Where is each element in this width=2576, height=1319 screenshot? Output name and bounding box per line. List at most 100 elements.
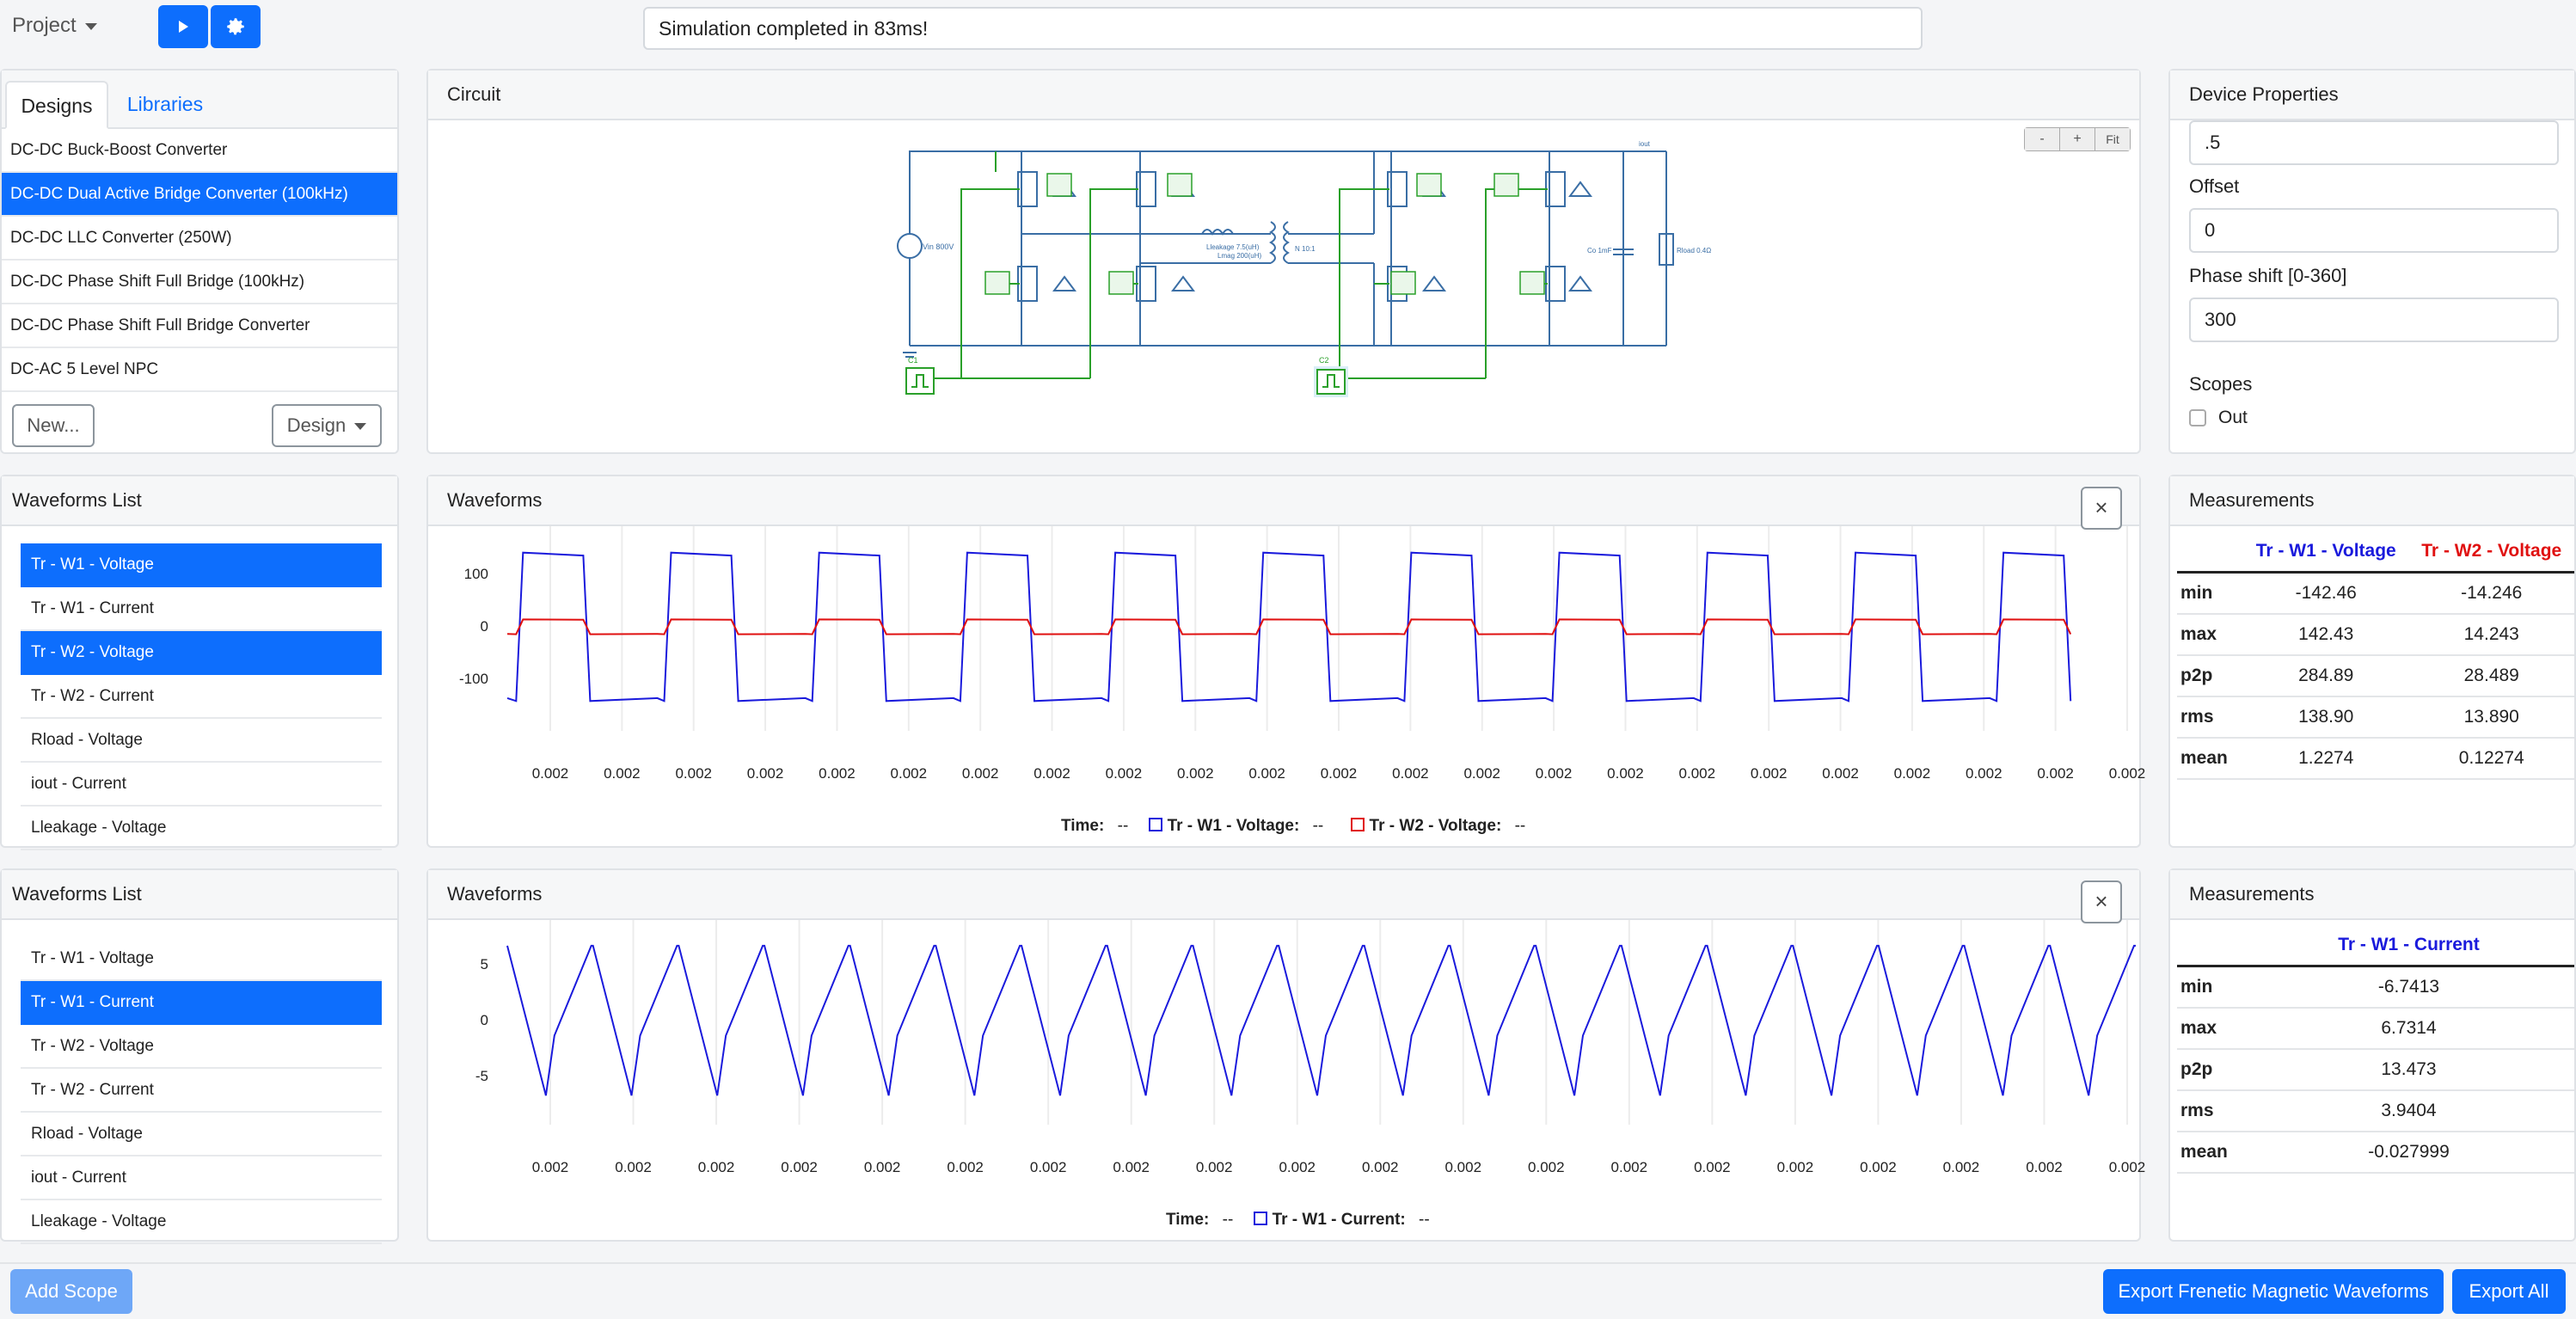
x-tick-label: 0.002 [1610,1159,1648,1175]
waveform-list-item[interactable]: Tr - W2 - Voltage [21,631,382,675]
waveforms-list-title: Waveforms List [2,476,397,526]
measurement-column-header: Tr - W2 - Voltage [2408,531,2574,574]
x-tick-label: 0.002 [1279,1159,1316,1175]
design-item[interactable]: DC-DC Phase Shift Full Bridge Converter [2,304,397,348]
waveform-list-item[interactable]: Tr - W2 - Current [21,675,382,719]
measurement-value: 142.43 [2243,614,2409,656]
design-menu-label: Design [286,414,347,436]
waveform-list-item[interactable]: Tr - W1 - Voltage [21,543,382,587]
waveform-list-item[interactable]: Tr - W2 - Current [21,1069,382,1113]
waveform-list-item[interactable]: Rload - Voltage [21,719,382,763]
chevron-down-icon [84,22,97,30]
x-tick-label: 0.002 [1528,1159,1565,1175]
measurement-metric-label: rms [2177,1090,2243,1132]
x-tick-label: 0.002 [947,1159,984,1175]
x-tick-label: 0.002 [1607,765,1644,782]
measurements-title: Measurements [2170,870,2574,920]
waveform-list-item[interactable]: Tr - W1 - Voltage [21,937,382,981]
circuit-schematic[interactable]: Vin 800V C1 [428,120,2139,452]
simulation-status-field: Simulation completed in 83ms! [643,7,1923,50]
gear-icon [227,18,244,35]
export-all-button[interactable]: Export All [2452,1269,2566,1314]
waveform-chart-2[interactable] [428,920,2139,1126]
measurements-title: Measurements [2170,476,2574,526]
legend-series-1-value: -- [1312,817,1324,835]
phase-shift-field[interactable]: 300 [2189,298,2559,342]
x-tick-label: 0.002 [2108,1159,2146,1175]
measurement-header-blank [2177,531,2243,574]
measurement-value: -142.46 [2243,572,2409,615]
clock-source-c2[interactable] [1316,369,1346,395]
chart-legend-2: Time: -- Tr - W1 - Current: -- [1166,1211,1430,1230]
chevron-down-icon [354,423,367,431]
design-item[interactable]: DC-DC LLC Converter (250W) [2,217,397,261]
property-value-field[interactable]: .5 [2189,120,2559,165]
settings-button[interactable] [211,5,261,48]
x-tick-label: 0.002 [2108,765,2146,782]
zoom-in-button[interactable]: + [2060,128,2095,150]
x-tick-label: 0.002 [1105,765,1143,782]
zoom-out-button[interactable]: - [2025,128,2060,150]
run-simulation-button[interactable] [158,5,208,48]
top-toolbar: Project Simulation completed in 83ms! [0,0,2576,58]
clock-c2-label: C2 [1319,356,1329,365]
measurement-value: 138.90 [2243,696,2409,739]
series-line-1 [506,551,2072,702]
y-tick-label: -100 [458,670,488,687]
chart-legend-1: Time: -- Tr - W1 - Voltage: -- Tr - W2 -… [1061,817,1525,836]
tab-designs[interactable]: Designs [5,81,108,129]
offset-field[interactable]: 0 [2189,208,2559,253]
play-icon [179,21,188,33]
export-frenetic-button[interactable]: Export Frenetic Magnetic Waveforms [2103,1269,2444,1314]
zoom-fit-button[interactable]: Fit [2095,128,2130,150]
close-waveforms-button[interactable]: × [2081,880,2122,923]
waveform-list-item[interactable]: iout - Current [21,763,382,807]
add-scope-button[interactable]: Add Scope [10,1269,132,1314]
design-item[interactable]: DC-AC 5 Level NPC [2,348,397,392]
measurement-row: min-142.46-14.246 [2177,572,2574,615]
scope-out-checkbox[interactable] [2189,409,2206,426]
x-tick-label: 0.002 [1965,765,2003,782]
y-tick-label: -5 [475,1067,488,1084]
waveform-list-item[interactable]: Lleakage - Voltage [21,1200,382,1244]
waveform-list-item[interactable]: Tr - W1 - Current [21,981,382,1025]
waveform-list-item[interactable]: iout - Current [21,1156,382,1200]
x-tick-label: 0.002 [2037,765,2074,782]
measurement-metric-label: min [2177,572,2243,615]
y-tick-label: 100 [463,566,488,583]
waveform-chart-1[interactable] [428,526,2139,733]
source-label: Vin 800V [923,242,954,251]
waveform-list-item[interactable]: Tr - W2 - Voltage [21,1025,382,1069]
legend-time-label: Time: [1061,817,1105,835]
waveforms-list-title: Waveforms List [2,870,397,920]
design-item[interactable]: DC-DC Buck-Boost Converter [2,129,397,173]
new-design-button[interactable]: New... [12,404,95,447]
series-line-1 [506,944,2136,1096]
design-item-selected[interactable]: DC-DC Dual Active Bridge Converter (100k… [2,173,397,217]
y-tick-label: 5 [480,956,488,973]
legend-series-1-label: Tr - W1 - Current: [1272,1211,1406,1229]
x-tick-label: 0.002 [1822,765,1859,782]
x-tick-label: 0.002 [1195,1159,1233,1175]
waveform-list-item[interactable]: Rload - Voltage [21,1113,382,1156]
design-item[interactable]: DC-DC Phase Shift Full Bridge (100kHz) [2,261,397,304]
measurement-metric-label: max [2177,614,2243,656]
close-waveforms-button[interactable]: × [2081,487,2122,530]
design-menu-button[interactable]: Design [272,404,382,447]
x-tick-label: 0.002 [863,1159,901,1175]
clock-source-c1[interactable] [905,367,935,395]
measurement-value: 284.89 [2243,655,2409,697]
x-tick-label: 0.002 [1176,765,1214,782]
x-tick-label: 0.002 [1678,765,1716,782]
tab-libraries[interactable]: Libraries [126,93,204,115]
project-menu-button[interactable]: Project [12,14,97,38]
waveform-list-item[interactable]: Lleakage - Voltage [21,807,382,850]
zoom-controls: - + Fit [2024,127,2131,151]
measurement-metric-label: p2p [2177,1049,2243,1091]
x-tick-label: 0.002 [2026,1159,2063,1175]
waveform-list-item[interactable]: Tr - W1 - Current [21,587,382,631]
x-tick-label: 0.002 [1320,765,1358,782]
measurement-value: 13.890 [2408,696,2574,739]
